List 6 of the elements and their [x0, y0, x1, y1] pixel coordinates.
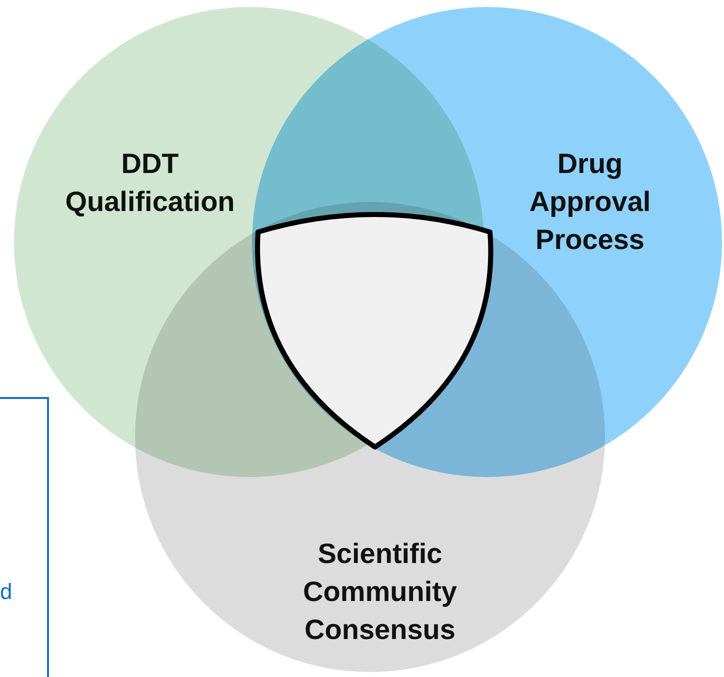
shield-shape [255, 212, 494, 450]
circle-label: Scientific Community Consensus [302, 537, 458, 647]
text-box [0, 397, 49, 677]
circle-label: Drug Approval Process [528, 147, 652, 257]
box-text: d [0, 579, 12, 605]
circle-label: DDT Qualification [64, 147, 236, 219]
